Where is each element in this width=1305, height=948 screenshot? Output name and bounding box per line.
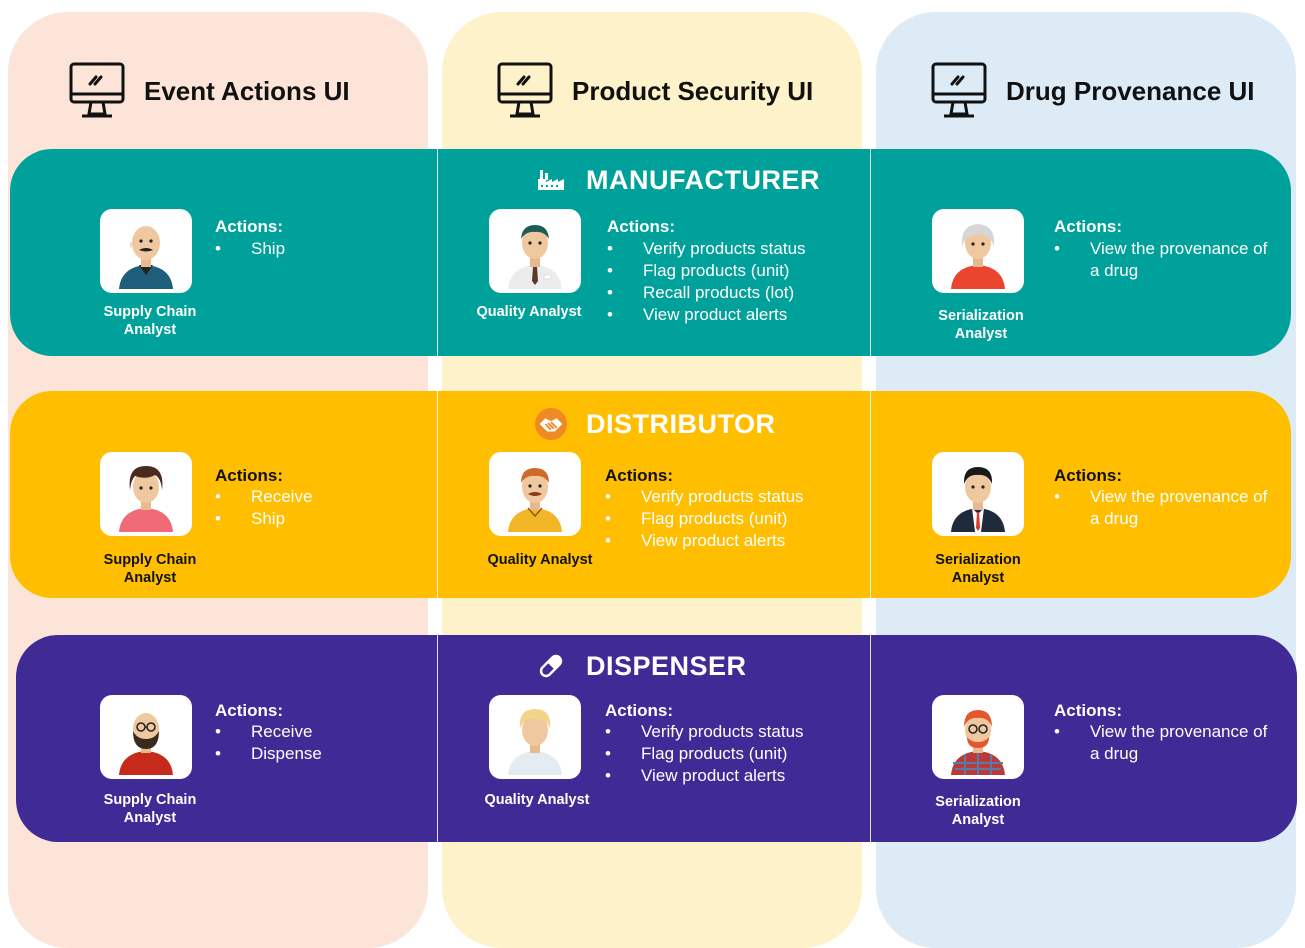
avatar xyxy=(932,209,1024,293)
action-item: Ship xyxy=(215,508,415,530)
drug-provenance-header: Drug Provenance UI xyxy=(930,56,1255,126)
action-item: Recall products (lot) xyxy=(607,282,857,304)
action-item: Verify products status xyxy=(605,721,855,743)
actions-heading: Actions: xyxy=(605,466,673,485)
actions-list: View the provenance of a drug xyxy=(1054,238,1274,282)
monitor-icon xyxy=(931,62,987,118)
person-icon xyxy=(508,468,562,532)
distributor-title: DISTRIBUTOR xyxy=(534,407,776,441)
action-item: Ship xyxy=(215,238,415,260)
avatar xyxy=(489,695,581,779)
band-title-text: DISPENSER xyxy=(586,650,747,681)
action-item: Flag products (unit) xyxy=(607,260,857,282)
action-item: View the provenance of a drug xyxy=(1054,486,1274,530)
action-item: Dispense xyxy=(215,743,415,765)
role-label: Quality Analyst xyxy=(476,304,582,320)
monitor-icon xyxy=(497,62,553,118)
actions-heading: Actions: xyxy=(215,217,283,236)
manufacturer-title: MANUFACTURER xyxy=(534,163,820,197)
actions-list: Receive Dispense xyxy=(215,721,415,765)
actions-heading: Actions: xyxy=(215,466,283,485)
actions-heading: Actions: xyxy=(215,701,283,720)
person-icon xyxy=(951,710,1005,775)
action-item: View the provenance of a drug xyxy=(1054,721,1274,765)
band-title-text: MANUFACTURER xyxy=(586,164,820,195)
column-title: Event Actions UI xyxy=(144,75,350,106)
actions-list: Verify products status Flag products (un… xyxy=(607,238,857,326)
factory-icon xyxy=(534,163,568,197)
action-item: Verify products status xyxy=(607,238,857,260)
role-label: Serialization Analyst xyxy=(935,794,1021,828)
avatar xyxy=(100,695,192,779)
band-title-text: DISTRIBUTOR xyxy=(586,408,776,439)
avatar xyxy=(932,695,1024,779)
actions-list: View the provenance of a drug xyxy=(1054,721,1274,765)
band-divider xyxy=(437,635,438,842)
pill-icon xyxy=(534,649,568,683)
column-title: Product Security UI xyxy=(572,75,814,106)
avatar xyxy=(489,209,581,293)
role-label: Quality Analyst xyxy=(487,552,593,568)
role-label: Serialization Analyst xyxy=(938,308,1024,342)
actions-heading: Actions: xyxy=(607,217,675,236)
band-divider xyxy=(437,391,438,598)
action-item: Flag products (unit) xyxy=(605,508,855,530)
event-actions-header: Event Actions UI xyxy=(68,56,350,126)
role-label: Supply Chain Analyst xyxy=(103,552,197,586)
actions-heading: Actions: xyxy=(1054,466,1122,485)
person-icon xyxy=(119,226,173,289)
action-item: View product alerts xyxy=(605,765,855,787)
actions-list: Verify products status Flag products (un… xyxy=(605,486,855,552)
role-label: Quality Analyst xyxy=(484,792,590,808)
distributor-band: DISTRIBUTOR Supply Chain Analyst Actions… xyxy=(10,391,1291,598)
actions-heading: Actions: xyxy=(1054,217,1122,236)
person-icon xyxy=(951,224,1005,289)
handshake-icon xyxy=(534,407,568,441)
action-item: View product alerts xyxy=(605,530,855,552)
actions-list: Ship xyxy=(215,238,415,260)
person-icon xyxy=(119,466,173,532)
action-item: Receive xyxy=(215,486,415,508)
person-icon xyxy=(951,467,1005,532)
role-label: Serialization Analyst xyxy=(935,552,1021,586)
avatar xyxy=(100,452,192,536)
action-item: View product alerts xyxy=(607,304,857,326)
product-security-header: Product Security UI xyxy=(496,56,813,126)
role-label: Supply Chain Analyst xyxy=(103,304,197,338)
actions-list: Verify products status Flag products (un… xyxy=(605,721,855,787)
band-divider xyxy=(870,391,871,598)
avatar xyxy=(100,209,192,293)
person-icon xyxy=(508,225,562,289)
dispenser-title: DISPENSER xyxy=(534,649,747,683)
band-divider xyxy=(870,149,871,356)
avatar xyxy=(932,452,1024,536)
action-item: Flag products (unit) xyxy=(605,743,855,765)
person-icon xyxy=(119,713,173,775)
person-icon xyxy=(508,709,562,775)
actions-heading: Actions: xyxy=(1054,701,1122,720)
monitor-icon xyxy=(69,62,125,118)
manufacturer-band: MANUFACTURER Supply Chain Analyst Action… xyxy=(10,149,1291,356)
column-title: Drug Provenance UI xyxy=(1006,75,1255,106)
actions-list: View the provenance of a drug xyxy=(1054,486,1274,530)
avatar xyxy=(489,452,581,536)
band-divider xyxy=(437,149,438,356)
action-item: Verify products status xyxy=(605,486,855,508)
action-item: View the provenance of a drug xyxy=(1054,238,1274,282)
action-item: Receive xyxy=(215,721,415,743)
dispenser-band: DISPENSER Supply Chain Analyst Actions: … xyxy=(16,635,1297,842)
actions-list: Receive Ship xyxy=(215,486,415,530)
band-divider xyxy=(870,635,871,842)
role-label: Supply Chain Analyst xyxy=(103,792,197,826)
actions-heading: Actions: xyxy=(605,701,673,720)
